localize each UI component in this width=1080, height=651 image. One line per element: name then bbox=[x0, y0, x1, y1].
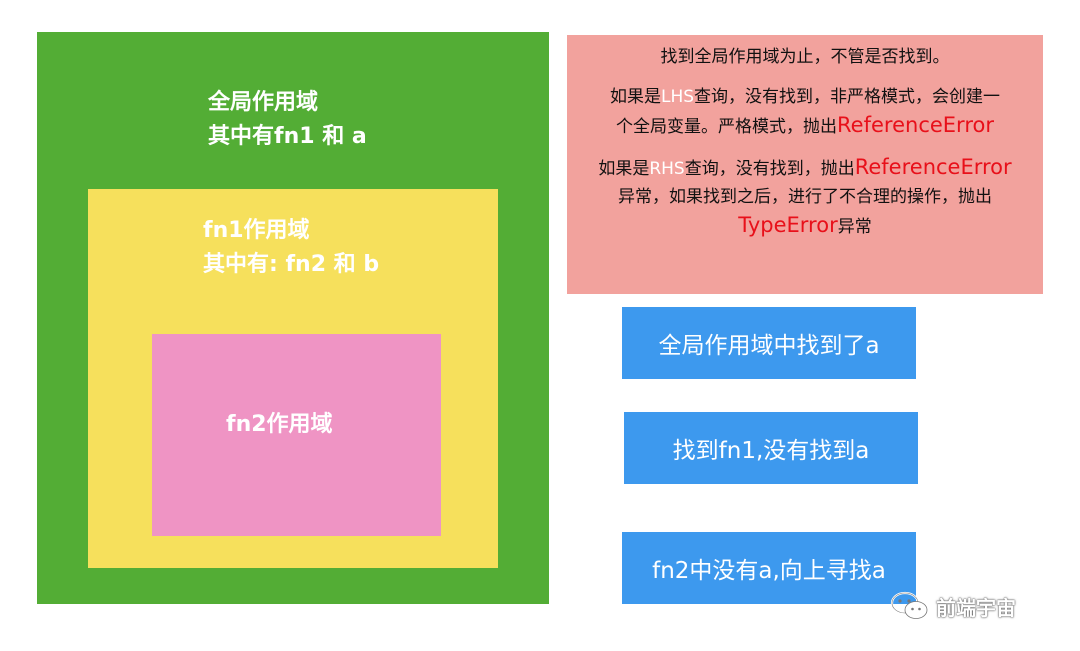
note-rhs-rest2: 异常，如果找到之后，进行了不合理的操作，抛出 bbox=[618, 187, 992, 207]
fn1-scope-title: fn1作用域 bbox=[203, 218, 310, 243]
global-scope-label: 全局作用域 其中有fn1 和 a bbox=[208, 86, 367, 154]
note-lhs-error: ReferenceError bbox=[837, 113, 994, 137]
note-lhs-rest1: 查询，没有找到，非严格模式，会创建一 bbox=[694, 87, 1001, 107]
fn1-scope-contents: 其中有: fn2 和 b bbox=[203, 252, 380, 277]
step-fn2-lookup-box: fn2中没有a,向上寻找a bbox=[622, 532, 916, 604]
note-rhs-prefix: 如果是 bbox=[598, 159, 650, 179]
note-rhs-error2: TypeError bbox=[738, 213, 838, 237]
note-rhs-keyword: RHS bbox=[649, 159, 685, 179]
note-lhs-paragraph: 如果是LHS查询，没有找到，非严格模式，会创建一 个全局变量。严格模式，抛出Re… bbox=[573, 83, 1037, 141]
lookup-rules-note: 找到全局作用域为止，不管是否找到。 如果是LHS查询，没有找到，非严格模式，会创… bbox=[567, 35, 1043, 294]
note-rhs-rest1: 查询，没有找到，抛出 bbox=[684, 159, 855, 179]
step-found-fn1-label: 找到fn1,没有找到a bbox=[672, 438, 870, 464]
global-scope-contents: 其中有fn1 和 a bbox=[208, 124, 367, 149]
fn2-scope-label: fn2作用域 bbox=[226, 408, 333, 442]
wechat-icon bbox=[890, 591, 928, 619]
fn2-scope-box bbox=[152, 334, 441, 536]
step-found-in-global-box: 全局作用域中找到了a bbox=[622, 307, 916, 379]
step-found-fn1-box: 找到fn1,没有找到a bbox=[624, 412, 918, 484]
watermark: 前端宇宙 bbox=[890, 589, 1016, 623]
note-lhs-prefix: 如果是 bbox=[609, 87, 661, 107]
note-lhs-keyword: LHS bbox=[660, 87, 695, 107]
fn1-scope-label: fn1作用域 其中有: fn2 和 b bbox=[203, 214, 379, 282]
global-scope-title: 全局作用域 bbox=[208, 90, 319, 115]
watermark-text: 前端宇宙 bbox=[936, 595, 1016, 620]
note-rhs-suffix: 异常 bbox=[837, 217, 872, 237]
note-line-1: 找到全局作用域为止，不管是否找到。 bbox=[660, 47, 950, 67]
note-rhs-paragraph: 如果是RHS查询，没有找到，抛出ReferenceError 异常，如果找到之后… bbox=[573, 153, 1037, 241]
fn2-scope-title: fn2作用域 bbox=[226, 412, 333, 437]
note-rhs-error1: ReferenceError bbox=[854, 155, 1012, 179]
note-lhs-rest2: 个全局变量。严格模式，抛出 bbox=[616, 117, 838, 137]
step-fn2-lookup-label: fn2中没有a,向上寻找a bbox=[652, 558, 886, 584]
step-found-in-global-label: 全局作用域中找到了a bbox=[658, 333, 880, 359]
